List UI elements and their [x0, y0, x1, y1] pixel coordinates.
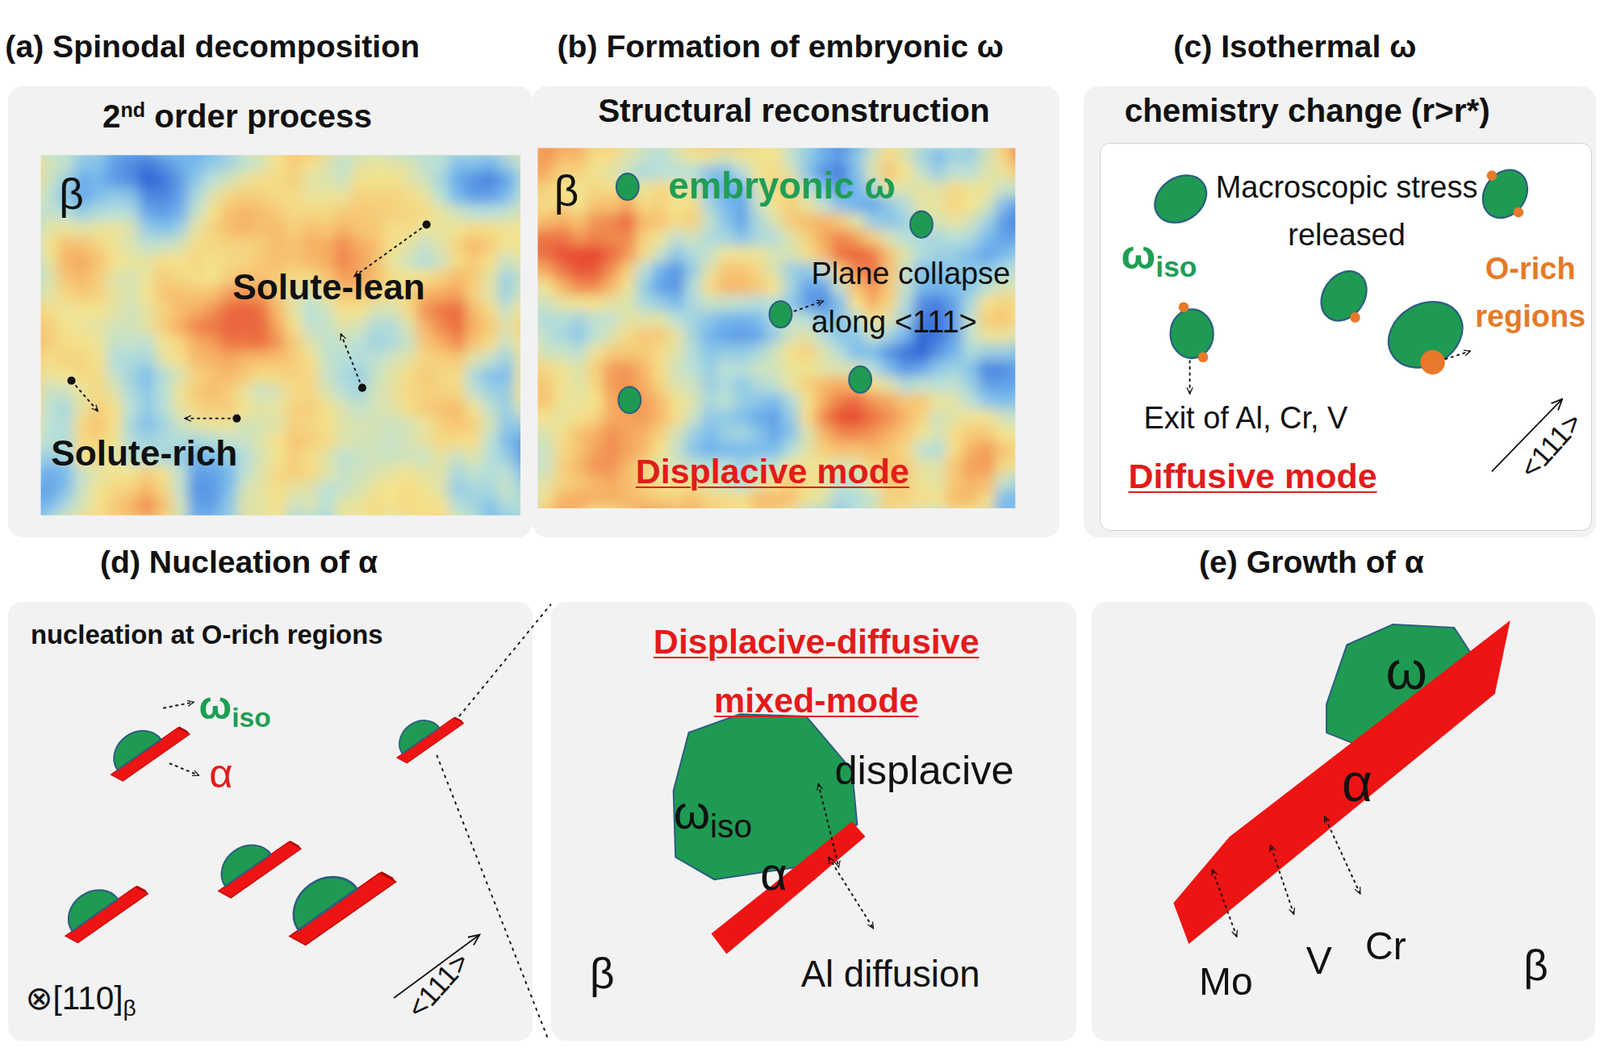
phase-label: β: [589, 948, 615, 999]
zone-axis-label: ⊗[110]β: [25, 979, 137, 1018]
phase-label: α: [760, 847, 788, 902]
composition-map: βSolute-leanSolute-rich: [41, 154, 521, 515]
panel-title: (a) Spinodal decomposition: [4, 28, 420, 65]
direction-label: <111>: [1513, 405, 1590, 485]
text-part: ω: [673, 785, 711, 839]
phase-label: embryonic ω: [668, 165, 895, 208]
phase-label: β: [58, 169, 84, 219]
text-part: ω: [199, 684, 233, 727]
element-label: Cr: [1365, 923, 1407, 969]
region-label: O-rich regions: [1462, 245, 1598, 341]
phase-label: β: [554, 166, 580, 216]
text-part: ω: [1121, 231, 1157, 278]
phase-label: ωiso: [673, 785, 752, 840]
element-label: V: [1306, 938, 1333, 983]
annotation: Plane collapse along <111>: [810, 249, 1057, 347]
panel: (b) Formation of embryonic ωStructural r…: [532, 86, 1060, 538]
phase-label: ωiso: [199, 683, 272, 728]
panel-title: (d) Nucleation of α: [100, 543, 378, 581]
panel: Displacive-diffusive mixed-mode displaciv…: [551, 601, 1077, 1041]
inner-box: Macroscopic stress releasedωisoO-rich re…: [1099, 142, 1592, 531]
panel-subtitle: nucleation at O-rich regions: [30, 619, 384, 651]
phase-label: α: [208, 750, 233, 798]
text-part: ⊗[110]: [25, 979, 124, 1017]
direction-label: <111>: [400, 946, 477, 1026]
element-label: Mo: [1198, 959, 1254, 1004]
text-part: order process: [145, 97, 372, 135]
text-part: 2: [102, 97, 122, 135]
annotation: Macroscopic stress released: [1212, 163, 1480, 260]
phase-label: α: [1341, 752, 1373, 815]
panel-subtitle: chemistry change (r>r*): [1124, 91, 1491, 130]
text-part: β: [122, 994, 136, 1021]
panel: (c) Isothermal ωchemistry change (r>r*)M…: [1083, 86, 1596, 538]
panel: (d) Nucleation of αnucleation at O-rich …: [8, 601, 533, 1041]
mode-label: Displacive mode: [609, 451, 936, 492]
panel: (e) Growth of αωαMoVCrβ: [1091, 601, 1595, 1041]
region-label: Solute-lean: [232, 267, 426, 309]
mode-label: Diffusive mode: [1127, 456, 1377, 497]
text-part: iso: [710, 807, 752, 845]
panel-title: (e) Growth of α: [1198, 543, 1425, 581]
annotation: Al diffusion: [801, 953, 981, 996]
text-part: iso: [1155, 250, 1197, 284]
phase-label: ω: [1385, 640, 1427, 702]
mode-label: Displacive-diffusive mixed-mode: [597, 612, 1037, 731]
panel-subtitle: 2nd order process: [61, 97, 414, 136]
text-part: nd: [120, 98, 146, 122]
region-label: Solute-rich: [50, 433, 238, 475]
phase-label: β: [1523, 940, 1549, 991]
text-part: iso: [231, 702, 272, 733]
panel-subtitle: Structural reconstruction: [538, 91, 1049, 130]
phase-label: ωiso: [1121, 231, 1198, 279]
composition-map: βembryonic ωPlane collapse along <111>Di…: [537, 147, 1016, 508]
panel: (a) Spinodal decomposition2nd order proc…: [8, 86, 533, 538]
annotation: displacive: [834, 747, 1014, 794]
annotation: Exit of Al, Cr, V: [1143, 401, 1348, 437]
panel-title: (c) Isothermal ω: [1173, 28, 1417, 65]
panel-title: (b) Formation of embryonic ω: [557, 28, 1004, 65]
